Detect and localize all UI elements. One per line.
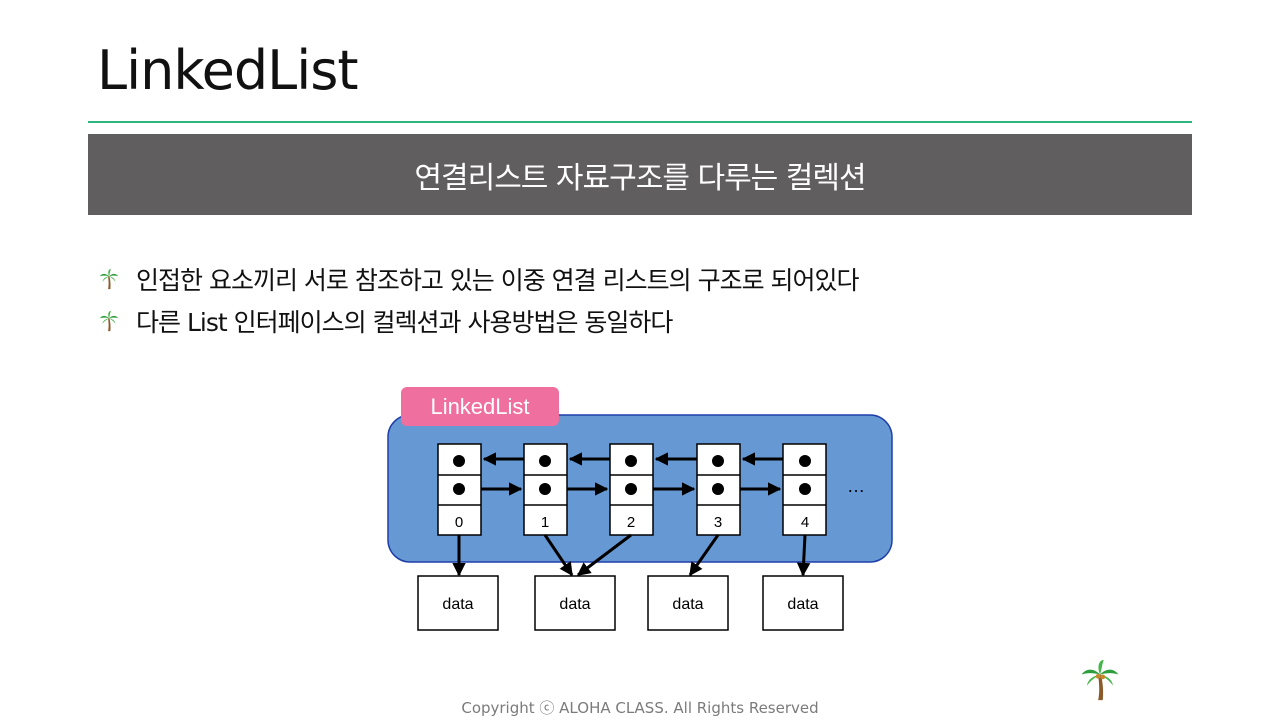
next-pointer-dot	[625, 483, 637, 495]
next-pointer-dot	[539, 483, 551, 495]
bullet-item: 다른 List 인터페이스의 컬렉션과 사용방법은 동일하다	[98, 300, 859, 342]
node-index: 0	[455, 514, 463, 531]
prev-pointer-dot	[539, 455, 551, 467]
data-arrow	[543, 534, 574, 577]
node-4: 4	[782, 443, 827, 536]
data-arrow	[688, 534, 720, 577]
data-arrow	[576, 533, 632, 577]
node-2: 2	[609, 443, 654, 536]
copyright-footer: Copyright ⓒ ALOHA CLASS. All Rights Rese…	[461, 699, 819, 717]
node-1: 1	[523, 443, 568, 536]
bullet-list: 인접한 요소끼리 서로 참조하고 있는 이중 연결 리스트의 구조로 되어있다 …	[98, 258, 860, 342]
node-3: 3	[696, 443, 741, 536]
subtitle-banner: 연결리스트 자료구조를 다루는 컬렉션	[88, 134, 1192, 215]
bullet-text: 다른 List 인터페이스의 컬렉션과 사용방법은 동일하다	[136, 308, 673, 337]
node-0: 0	[437, 443, 482, 536]
node-index: 4	[801, 514, 809, 531]
data-box-label: data	[787, 596, 818, 613]
data-box: data	[647, 575, 729, 631]
prev-pointer-dot	[799, 455, 811, 467]
prev-pointer-dot	[712, 455, 724, 467]
data-box: data	[534, 575, 616, 631]
title-divider	[88, 121, 1192, 123]
data-box-label: data	[559, 596, 590, 613]
node-index: 3	[714, 514, 722, 531]
slide-title: LinkedList	[97, 39, 359, 102]
container-label-tab	[401, 387, 559, 426]
palm-tree-icon	[1081, 659, 1119, 701]
bullet-text: 인접한 요소끼리 서로 참조하고 있는 이중 연결 리스트의 구조로 되어있다	[136, 266, 860, 295]
data-arrow	[796, 534, 811, 577]
palm-tree-icon	[99, 268, 119, 290]
data-box-label: data	[442, 596, 473, 613]
data-box-label: data	[672, 596, 703, 613]
prev-pointer-dot	[625, 455, 637, 467]
next-pointer-dot	[712, 483, 724, 495]
container-label: LinkedList	[430, 394, 529, 419]
continuation-ellipsis: …	[847, 476, 865, 496]
node-index: 1	[541, 514, 549, 531]
node-index: 2	[627, 514, 635, 531]
prev-pointer-dot	[453, 455, 465, 467]
data-box: data	[762, 575, 844, 631]
data-box: data	[417, 575, 499, 631]
banner-text: 연결리스트 자료구조를 다루는 컬렉션	[414, 160, 866, 196]
next-pointer-dot	[799, 483, 811, 495]
bullet-item: 인접한 요소끼리 서로 참조하고 있는 이중 연결 리스트의 구조로 되어있다	[98, 258, 860, 300]
next-pointer-dot	[453, 483, 465, 495]
palm-tree-icon	[99, 310, 119, 332]
